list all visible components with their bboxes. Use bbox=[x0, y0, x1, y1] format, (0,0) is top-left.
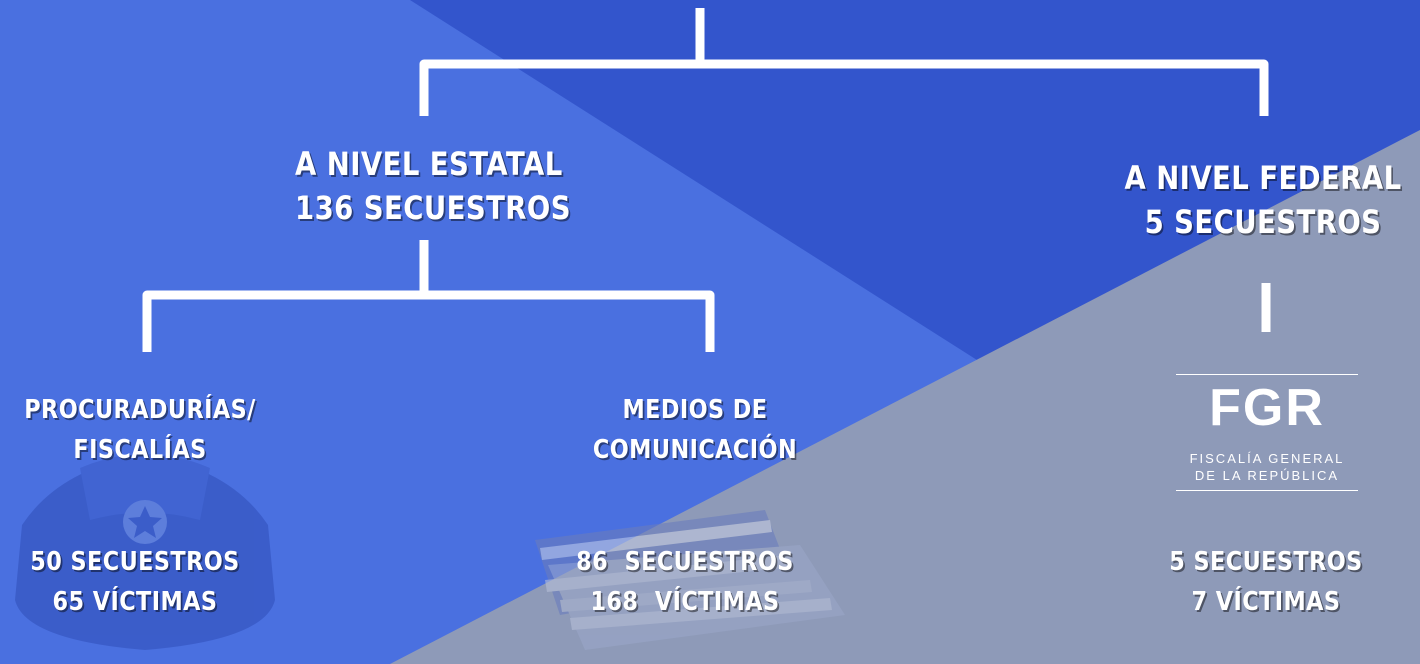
prosecutors-victims: 65 VÍCTIMAS bbox=[52, 587, 218, 617]
federal-level-title: A NIVEL FEDERAL bbox=[1124, 159, 1402, 197]
connector-lines bbox=[142, 8, 1271, 352]
state-level-label: A NIVEL ESTATAL 136 SECUESTROS bbox=[295, 142, 572, 230]
media-stats: 86 SECUESTROS 168 VÍCTIMAS bbox=[556, 542, 814, 622]
prosecutors-stats: 50 SECUESTROS 65 VÍCTIMAS bbox=[19, 542, 251, 622]
media-victims: 168 VÍCTIMAS bbox=[590, 587, 780, 617]
media-kidnappings: 86 SECUESTROS bbox=[576, 547, 794, 577]
fgr-logo: FGR FISCALÍA GENERAL DE LA REPÚBLICA bbox=[1176, 374, 1358, 492]
fgr-logo-bottom-rule bbox=[1176, 490, 1358, 491]
fgr-logo-subtitle-2: DE LA REPÚBLICA bbox=[1194, 468, 1340, 483]
federal-level-label: A NIVEL FEDERAL 5 SECUESTROS bbox=[1119, 156, 1406, 244]
fgr-stats: 5 SECUESTROS 7 VÍCTIMAS bbox=[1147, 542, 1384, 622]
media-line1: MEDIOS DE bbox=[622, 395, 768, 425]
fgr-logo-subtitle-1: FISCALÍA GENERAL bbox=[1189, 451, 1345, 466]
connector-state-branch bbox=[142, 290, 715, 352]
prosecutors-line2: FISCALÍAS bbox=[73, 435, 207, 465]
state-level-count: 136 SECUESTROS bbox=[295, 189, 572, 227]
state-level-title: A NIVEL ESTATAL bbox=[295, 145, 563, 183]
prosecutors-label: PROCURADURÍAS/ FISCALÍAS bbox=[11, 390, 269, 470]
prosecutors-kidnappings: 50 SECUESTROS bbox=[30, 547, 240, 577]
fgr-kidnappings: 5 SECUESTROS bbox=[1169, 547, 1363, 577]
federal-level-count: 5 SECUESTROS bbox=[1144, 203, 1382, 241]
connector-level-branch bbox=[419, 59, 1269, 116]
police-cap-icon bbox=[15, 454, 275, 650]
media-label: MEDIOS DE COMUNICACIÓN bbox=[575, 390, 816, 470]
newspaper-icon bbox=[535, 510, 845, 650]
fgr-victims: 7 VÍCTIMAS bbox=[1191, 587, 1341, 617]
prosecutors-line1: PROCURADURÍAS/ bbox=[24, 395, 256, 425]
media-line2: COMUNICACIÓN bbox=[592, 435, 798, 465]
fgr-logo-title: FGR bbox=[1209, 379, 1325, 437]
fgr-logo-top-rule bbox=[1176, 374, 1358, 375]
